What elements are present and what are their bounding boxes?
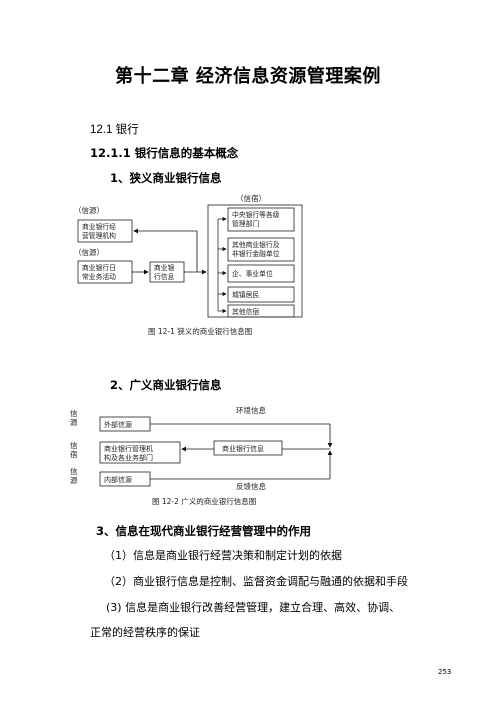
section-heading: 12.1 银行 xyxy=(90,124,139,136)
page-number: 253 xyxy=(438,668,452,676)
subsection-heading: 12.1.1 银行信息的基本概念 xyxy=(90,146,239,160)
sink-residents xyxy=(227,286,295,303)
label-info-sink: （信宿） xyxy=(236,193,266,203)
figure-12-2-caption: 图 12-2 广义的商业银行信息图 xyxy=(152,496,256,506)
box-bank-info-broad-label: 商业银行信息 xyxy=(222,444,264,453)
chapter-title: 第十二章 经济信息资源管理案例 xyxy=(115,66,381,87)
sink-other-banks xyxy=(227,237,295,262)
box-bank-info-line2: 行信息 xyxy=(154,272,175,281)
box-bank-mgmt-line1: 商业银行经 xyxy=(82,222,116,231)
box-mgmt-depts-line1: 商业银行管理机 xyxy=(104,444,153,453)
label-info-source-bottom: （信源） xyxy=(74,247,104,257)
box-external-source-label: 外部信源 xyxy=(104,420,132,429)
side-label-source-1b: 源 xyxy=(70,418,78,427)
sink-other-banks-line2: 非银行金融单位 xyxy=(232,249,280,258)
role-item-1: （1）信息是商业银行经营决策和制定计划的依据 xyxy=(104,549,342,562)
box-internal-source-label: 内部信源 xyxy=(104,475,132,484)
sink-other-banks-line1: 其他商业银行及 xyxy=(232,240,280,249)
box-bank-info-line1: 商业银 xyxy=(154,263,175,272)
narrow-info-heading: 1、狭义商业银行信息 xyxy=(110,171,222,185)
side-label-sink-b: 宿 xyxy=(70,449,78,459)
role-item-3-line2: 正常的经营秩序的保证 xyxy=(90,626,200,639)
role-item-3-line1: (3) 信息是商业银行改善经营管理，建立合理、高效、协调、 xyxy=(106,601,401,614)
side-label-source-2b: 源 xyxy=(70,476,78,485)
sink-enterprises-label: 企、事业单位 xyxy=(232,269,273,278)
sink-enterprises xyxy=(227,264,295,283)
side-label-source-1a: 信 xyxy=(70,408,78,418)
box-mgmt-depts-line2: 构及各业务部门 xyxy=(104,453,153,462)
box-mgmt-depts xyxy=(99,441,181,464)
box-bank-mgmt-line2: 营管理机构 xyxy=(82,231,116,240)
box-bank-mgmt xyxy=(77,219,133,243)
label-env-info: 环境信息 xyxy=(236,405,266,415)
role-item-2: （2）商业银行信息是控制、监督资金调配与融通的依据和手段 xyxy=(104,575,408,588)
broad-info-heading: 2、广义商业银行信息 xyxy=(110,378,222,392)
sink-others xyxy=(227,304,295,318)
side-label-source-2a: 信 xyxy=(70,466,78,476)
label-feedback: 反馈信息 xyxy=(236,481,266,491)
box-bank-info-broad xyxy=(213,440,283,456)
side-label-sink-a: 信 xyxy=(70,440,78,450)
box-daily-business-line1: 商业银行日 xyxy=(82,263,116,272)
box-daily-business-line2: 常业务活动 xyxy=(82,272,116,281)
sink-others-label: 其他信宿 xyxy=(232,307,259,316)
sink-central-bank xyxy=(227,207,295,232)
role-heading: 3、信息在现代商业银行经营管理中的作用 xyxy=(96,524,311,538)
label-info-source-top: （信源） xyxy=(74,205,104,215)
figure-12-1-caption: 图 12-1 狭义的商业银行信息图 xyxy=(148,326,252,336)
sink-central-bank-line1: 中央银行等各级 xyxy=(232,210,280,219)
sink-residents-label: 城镇居民 xyxy=(232,290,259,299)
sink-central-bank-line2: 管理部门 xyxy=(232,219,259,228)
